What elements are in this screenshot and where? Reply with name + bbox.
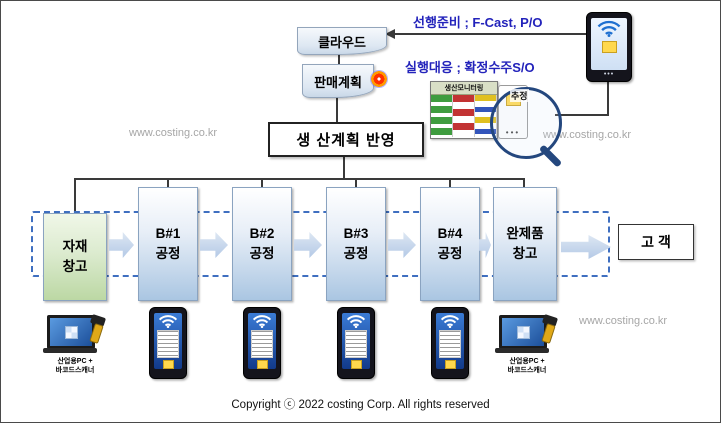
screen-highlight-chip bbox=[256, 360, 268, 369]
drop-line-b2 bbox=[261, 178, 263, 187]
wifi-icon bbox=[440, 315, 460, 328]
annotation-preparation: 선행준비 ; F-Cast, P/O bbox=[413, 15, 543, 30]
tablet-base bbox=[495, 348, 549, 353]
industrial-pc-scanner-right: 산업용PC + 바코드스캐너 bbox=[485, 313, 569, 376]
production-line-dashed-boundary bbox=[31, 211, 610, 277]
customer-label: 고 객 bbox=[641, 234, 671, 250]
distribution-line bbox=[74, 178, 525, 180]
box-material-warehouse: 자재 창고 bbox=[43, 213, 107, 301]
industrial-pc-scanner-left: 산업용PC + 바코드스캐너 bbox=[33, 313, 117, 376]
drop-line-b3 bbox=[355, 178, 357, 187]
box-label-line1: B#2 bbox=[249, 226, 275, 242]
device-label: 산업용PC + 바코드스캐너 bbox=[508, 358, 547, 376]
box-process-b4: B#4 공정 bbox=[420, 187, 480, 301]
box-finished-goods-warehouse: 완제품 창고 bbox=[493, 187, 557, 301]
connector-cloud-salesplan bbox=[338, 53, 340, 65]
smartphone-screen bbox=[591, 18, 627, 70]
box-label-line1: B#1 bbox=[155, 226, 181, 242]
smartphone-screen bbox=[342, 313, 370, 369]
production-monitoring-window: 생산모니터링 bbox=[430, 81, 498, 139]
box-label-line2: 공정 bbox=[437, 246, 463, 261]
sales-plan-node: 판매계획 bbox=[302, 64, 374, 98]
box-label-line1: 완제품 bbox=[506, 226, 544, 242]
box-label-line2: 창고 bbox=[512, 246, 538, 261]
smartphone-screen bbox=[436, 313, 464, 369]
windows-logo-icon bbox=[64, 325, 78, 339]
device-label-line1: 산업용PC + bbox=[57, 358, 93, 365]
screen-highlight-chip bbox=[601, 41, 617, 53]
wifi-icon bbox=[346, 315, 366, 328]
monitoring-column-red bbox=[453, 95, 475, 137]
box-label-line2: 창고 bbox=[62, 259, 88, 274]
production-plan-label: 생 산계획 반영 bbox=[296, 132, 396, 149]
tablet-pc-icon bbox=[495, 313, 559, 355]
device-label-line2: 바코드스캐너 bbox=[507, 366, 547, 374]
screen-highlight-chip bbox=[444, 360, 456, 369]
tablet-screen bbox=[47, 315, 95, 349]
monitoring-column-green bbox=[431, 95, 453, 137]
wifi-icon bbox=[597, 20, 621, 37]
smartphone-icon-b3 bbox=[337, 307, 375, 379]
wifi-icon bbox=[158, 315, 178, 328]
drop-line-b1 bbox=[167, 178, 169, 187]
smartphone-icon: ••• bbox=[586, 12, 632, 82]
connector-phone-cloud bbox=[395, 33, 591, 35]
copyright-text: Copyright ⓒ 2022 costing Corp. All right… bbox=[231, 399, 490, 411]
device-label-line2: 바코드스캐너 bbox=[55, 366, 95, 374]
connector-salesplan-planbox bbox=[336, 96, 338, 123]
cloud-label: 클라우드 bbox=[318, 34, 366, 50]
report-list-screen bbox=[251, 330, 273, 358]
arrowhead-into-cloud-icon bbox=[385, 29, 395, 39]
annotation-execution: 실행대응 ; 확정수주S/O bbox=[405, 60, 535, 75]
smartphone-screen bbox=[248, 313, 276, 369]
windows-logo-icon bbox=[516, 325, 530, 339]
watermark: www.costing.co.kr bbox=[543, 129, 632, 141]
drop-line-warehouse bbox=[74, 178, 76, 213]
report-list-screen bbox=[345, 330, 367, 358]
drop-line-fg-warehouse bbox=[523, 178, 525, 187]
monitoring-title: 생산모니터링 bbox=[431, 82, 497, 95]
report-list-screen bbox=[157, 330, 179, 358]
cloud-node: 클라우드 bbox=[297, 27, 387, 55]
box-label-line1: B#3 bbox=[343, 226, 369, 242]
connector-planbox-distribution bbox=[343, 153, 345, 179]
sales-plan-label: 판매계획 bbox=[314, 74, 362, 90]
report-list-screen bbox=[439, 330, 461, 358]
box-label-line2: 공정 bbox=[343, 246, 369, 261]
home-dots-icon: ••• bbox=[603, 71, 615, 78]
watermark: www.costing.co.kr bbox=[129, 127, 218, 139]
watermark: www.costing.co.kr bbox=[579, 315, 668, 327]
box-process-b1: B#1 공정 bbox=[138, 187, 198, 301]
wifi-icon bbox=[252, 315, 272, 328]
tablet-base bbox=[43, 348, 97, 353]
smartphone-icon-b4 bbox=[431, 307, 469, 379]
sun-icon bbox=[370, 70, 388, 88]
connector-phone-monitor-h bbox=[555, 114, 609, 116]
box-process-b2: B#2 공정 bbox=[232, 187, 292, 301]
smartphone-icon-b2 bbox=[243, 307, 281, 379]
production-plan-box: 생 산계획 반영 bbox=[268, 122, 424, 157]
box-process-b3: B#3 공정 bbox=[326, 187, 386, 301]
screen-highlight-chip bbox=[162, 360, 174, 369]
box-label-line1: 자재 bbox=[62, 239, 88, 255]
tablet-screen bbox=[499, 315, 547, 349]
box-label-line2: 공정 bbox=[249, 246, 275, 261]
device-label-line1: 산업용PC + bbox=[509, 358, 545, 365]
screen-highlight-chip bbox=[350, 360, 362, 369]
smartphone-screen bbox=[154, 313, 182, 369]
device-label: 산업용PC + 바코드스캐너 bbox=[56, 358, 95, 376]
magnifier-tag: 추정 bbox=[510, 89, 529, 102]
drop-line-b4 bbox=[449, 178, 451, 187]
connector-phone-monitor-v bbox=[607, 80, 609, 115]
box-customer: 고 객 bbox=[618, 224, 694, 260]
box-label-line2: 공정 bbox=[155, 246, 181, 261]
monitoring-chart bbox=[431, 95, 497, 137]
box-label-line1: B#4 bbox=[437, 226, 463, 242]
smartphone-icon-b1 bbox=[149, 307, 187, 379]
tablet-pc-icon bbox=[43, 313, 107, 355]
